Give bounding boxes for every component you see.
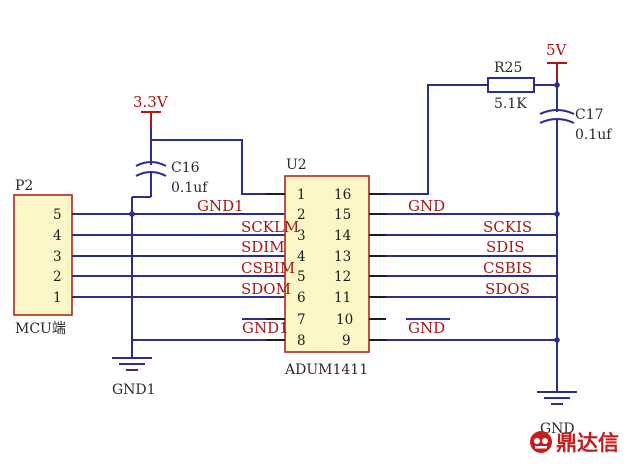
net-csbis: CSBIS <box>483 259 532 277</box>
net-sdos: SDOS <box>485 280 530 298</box>
chip-pin-4: 4 <box>297 249 306 265</box>
vdd1-net <box>151 139 266 195</box>
gnd-right-label: GND <box>540 421 575 437</box>
net-gnd-bottom: GND <box>408 319 445 337</box>
chip-pin-7: 7 <box>297 312 306 328</box>
connector-p2: P2 MCU端 5 4 3 2 1 <box>13 178 73 337</box>
chip-pin-12: 12 <box>334 269 351 285</box>
isolator-u2: U2 ADUM1411 1 2 3 4 5 6 7 8 16 15 14 13 … <box>266 157 386 378</box>
net-scklm: SCKLM <box>241 218 299 236</box>
watermark-text: 鼎达信 <box>556 431 619 455</box>
left-net-labels: GND1 SCKLM SDIM CSBIM SDOM GND1 <box>197 197 299 337</box>
connector-wires <box>72 213 285 298</box>
chip-pin-1: 1 <box>297 187 306 203</box>
c16-value: 0.1uf <box>171 180 209 196</box>
chip-pin-5: 5 <box>297 269 306 285</box>
vcc-5v-symbol: 5V <box>546 41 568 80</box>
gnd-left-label: GND1 <box>112 382 156 398</box>
vcc-right-label: 5V <box>546 41 568 59</box>
connector-pin-3: 3 <box>53 249 62 265</box>
ground-symbol-left: GND1 <box>112 357 156 398</box>
net-sckis: SCKIS <box>483 218 532 236</box>
watermark: 鼎达信 <box>530 431 619 455</box>
net-sdim: SDIM <box>241 238 285 256</box>
vcc-left-label: 3.3V <box>133 93 169 111</box>
r25-value: 5.1K <box>494 96 527 112</box>
c17-ref: C17 <box>575 107 604 123</box>
chip-ref: U2 <box>286 157 307 173</box>
right-rail: C17 0.1uf <box>539 80 613 392</box>
net-gnd-top: GND <box>408 197 445 215</box>
chip-pin-16: 16 <box>334 187 351 203</box>
chip-pin-13: 13 <box>334 249 351 265</box>
net-gnd1-top: GND1 <box>197 197 244 215</box>
connector-pin-4: 4 <box>53 228 62 244</box>
net-gnd1-bottom: GND1 <box>242 319 289 337</box>
right-wires <box>386 84 557 341</box>
chip-pin-8: 8 <box>297 333 306 349</box>
connector-pin-1: 1 <box>53 290 62 306</box>
c16-ref: C16 <box>171 160 200 176</box>
right-net-labels: GND SCKIS SDIS CSBIS SDOS GND <box>408 197 532 337</box>
chip-pin-10: 10 <box>336 312 353 328</box>
chip-pin-3: 3 <box>297 228 306 244</box>
net-sdis: SDIS <box>486 238 525 256</box>
chip-pin-6: 6 <box>297 290 306 306</box>
chip-pin-14: 14 <box>334 228 351 244</box>
resistor-r25: R25 5.1K <box>487 60 560 112</box>
ddx-logo-icon <box>530 431 552 453</box>
capacitor-c16: C16 0.1uf <box>132 128 209 198</box>
left-ground-rail <box>129 197 266 358</box>
chip-pin-9: 9 <box>342 333 351 349</box>
connector-label: MCU端 <box>15 321 66 337</box>
chip-pin-2: 2 <box>297 207 306 223</box>
vcc-3v3-symbol: 3.3V <box>133 93 169 128</box>
chip-part: ADUM1411 <box>284 362 368 378</box>
connector-pin-2: 2 <box>53 269 62 285</box>
chip-pin-15: 15 <box>334 207 351 223</box>
net-sdom: SDOM <box>241 280 291 298</box>
net-csbim: CSBIM <box>241 259 295 277</box>
connector-pin-5: 5 <box>53 207 62 223</box>
connector-ref: P2 <box>15 178 33 194</box>
r25-ref: R25 <box>494 60 522 76</box>
c17-value: 0.1uf <box>575 127 613 143</box>
chip-pin-11: 11 <box>334 290 351 306</box>
ground-symbol-right: GND <box>537 391 577 437</box>
